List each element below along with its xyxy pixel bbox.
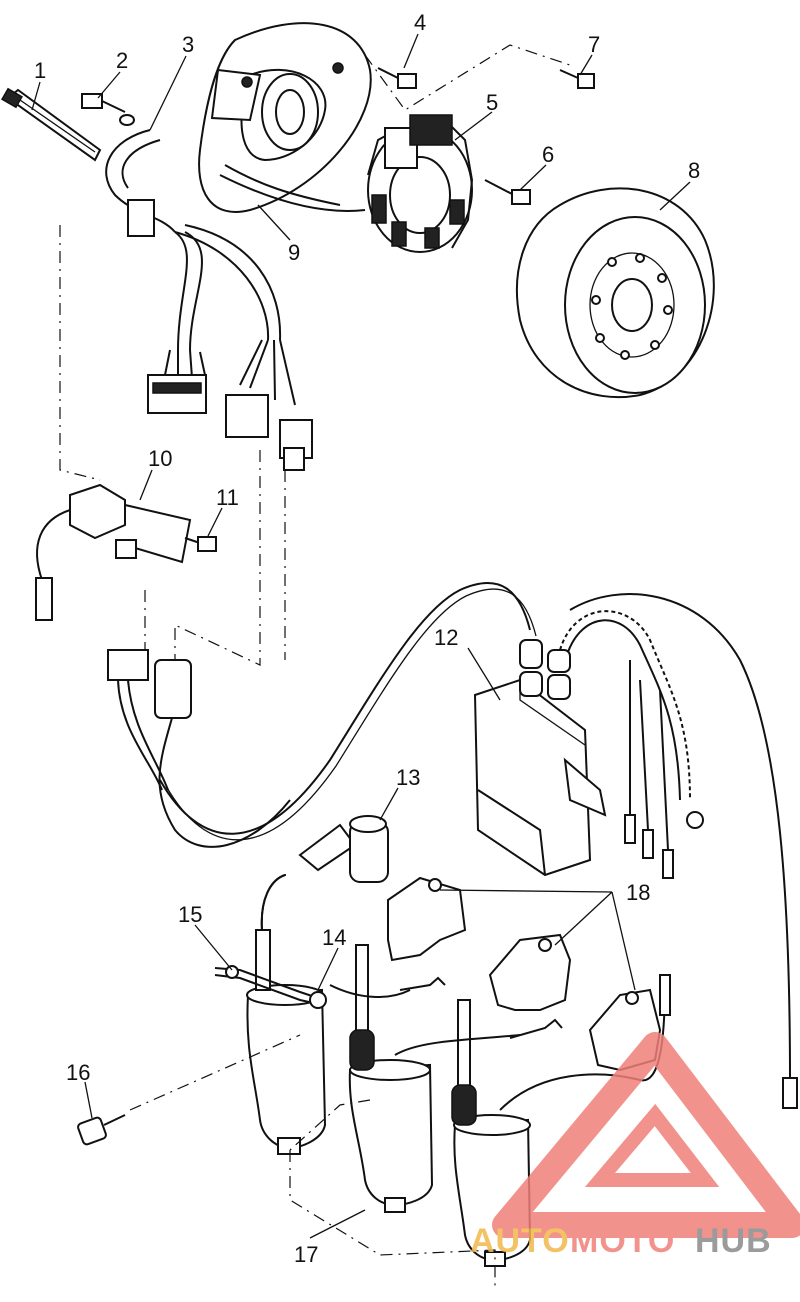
callout-1: 1 xyxy=(34,58,46,83)
cdi-box-part-12 xyxy=(473,593,798,1109)
callout-18: 18 xyxy=(626,880,650,905)
callout-11: 11 xyxy=(216,485,239,510)
flywheel-part-8 xyxy=(516,187,715,399)
callout-3: 3 xyxy=(182,32,194,57)
callout-15: 15 xyxy=(178,902,202,927)
cdi-main-wire-2 xyxy=(165,588,537,841)
watermark-inner-triangle xyxy=(584,1103,720,1187)
screw-part-2 xyxy=(81,93,135,126)
watermark-word-3: HUB xyxy=(695,1222,772,1260)
bracket-part-18-a xyxy=(387,876,467,962)
assembly-line-bottom xyxy=(289,1150,496,1290)
spark-plug-cap-part-13 xyxy=(298,815,389,883)
callout-4: 4 xyxy=(414,10,426,35)
terminal-lead-1 xyxy=(399,976,446,991)
watermark-word-2: MOTO xyxy=(570,1222,675,1260)
ignition-coil-1 xyxy=(246,874,327,1155)
stator-coil-part-5 xyxy=(367,114,474,253)
assembly-line-coil xyxy=(289,1099,371,1151)
screw-part-7 xyxy=(559,69,595,89)
callout-12: 12 xyxy=(434,625,458,650)
coil-terminal xyxy=(659,974,671,1016)
callout-10: 10 xyxy=(148,446,172,471)
clamp-bar-parts-14-15 xyxy=(214,965,327,1009)
watermark-triangle-logo xyxy=(492,1032,800,1238)
callout-14: 14 xyxy=(322,925,346,950)
screw-part-4 xyxy=(377,67,417,89)
callout-6: 6 xyxy=(542,142,554,167)
leader-lines xyxy=(31,33,691,1239)
stator-plate xyxy=(198,22,372,213)
wire-harness-part-9 xyxy=(105,129,313,471)
callout-17: 17 xyxy=(294,1242,318,1267)
callout-16: 16 xyxy=(66,1060,90,1085)
harness-connectors-mid xyxy=(107,649,291,848)
screw-part-11 xyxy=(184,536,217,552)
assembly-line-top xyxy=(364,44,571,111)
cdi-main-wire xyxy=(159,582,531,835)
watermark-word-1: AUTO xyxy=(470,1222,570,1260)
assembly-line-screw16 xyxy=(129,1034,301,1111)
automotohub-watermark: AUTO MOTO HUB xyxy=(470,1032,800,1260)
coil-wire-a xyxy=(329,984,411,998)
callout-8: 8 xyxy=(688,158,700,183)
callout-13: 13 xyxy=(396,765,420,790)
ignition-coil-2 xyxy=(348,944,434,1213)
callout-5: 5 xyxy=(486,90,498,115)
callout-7: 7 xyxy=(588,32,600,57)
bracket-part-18-b xyxy=(488,933,572,1011)
screw-part-16 xyxy=(77,1114,126,1146)
callout-9: 9 xyxy=(288,240,300,265)
assembly-line-left xyxy=(59,225,101,481)
callout-2: 2 xyxy=(116,48,128,73)
screw-part-6 xyxy=(484,179,531,205)
bracket-part-10 xyxy=(35,483,192,621)
callout-labels: 1 2 3 4 5 6 7 8 9 10 11 12 13 14 15 16 1… xyxy=(34,10,700,1267)
assembly-line-mid xyxy=(174,450,261,670)
coil-wire-b xyxy=(394,1034,521,1056)
terminal-lead-2 xyxy=(509,1018,563,1039)
